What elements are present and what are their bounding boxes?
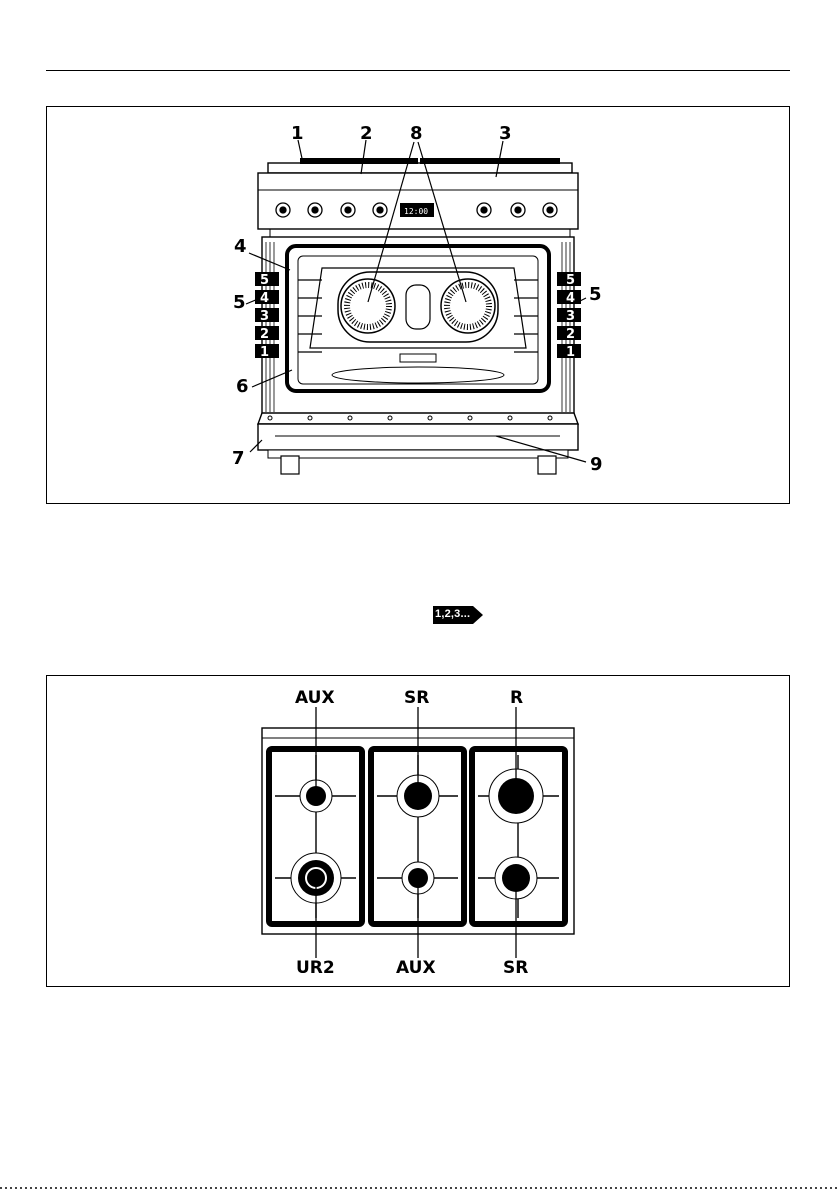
label-bottom-right: SR [503, 960, 528, 977]
label-top-middle: SR [404, 690, 429, 707]
label-bottom-left: UR2 [296, 960, 335, 977]
page-bottom-dotted-line [0, 1187, 840, 1189]
label-top-left: AUX [295, 690, 335, 707]
label-bottom-middle: AUX [396, 960, 436, 977]
label-top-right: R [510, 690, 523, 707]
